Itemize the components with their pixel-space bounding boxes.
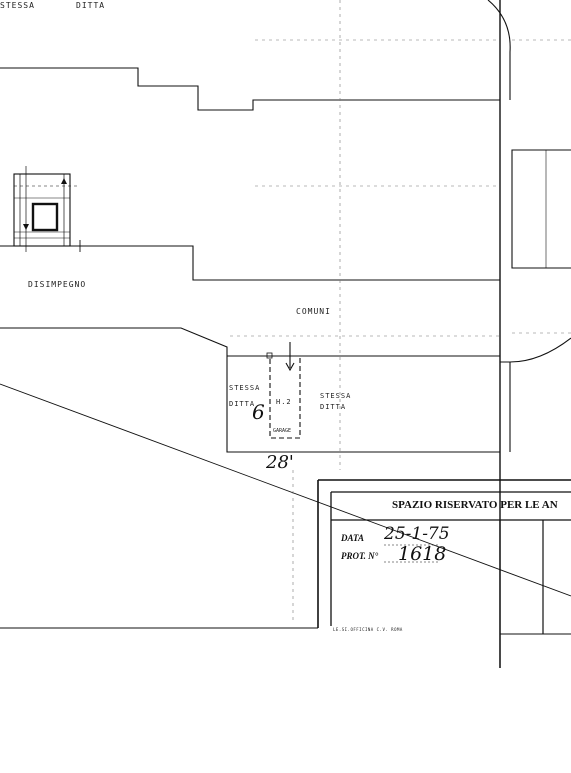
unit-number: 6: [252, 400, 265, 424]
stamp-prot-value: 1618: [398, 543, 447, 565]
stamp-prot-label: PROT. N°: [341, 551, 379, 561]
diagonal-line: [0, 383, 571, 597]
stair-block: [13, 166, 81, 252]
stamp-printer: LE.SI.OFFICINA C.V. ROMA: [333, 627, 403, 632]
upper-wall-outline: [0, 67, 500, 111]
curved-wall-top: [487, 0, 511, 100]
right-ditta-label: DITTA: [320, 403, 347, 411]
disimpegno-label: DISIMPEGNO: [28, 280, 87, 289]
garage-label: GARAGE: [273, 428, 292, 434]
dimension-label: 28': [266, 452, 294, 473]
right-annex: [511, 149, 571, 269]
garage-box: [269, 355, 301, 439]
top-stessa-label: STESSA: [0, 1, 35, 10]
curved-wall-bottom: [500, 337, 571, 363]
stamp-title: SPAZIO RISERVATO PER LE AN: [392, 499, 558, 511]
stamp-data-value: 25-1-75: [384, 524, 450, 544]
right-stessa-label: STESSA: [320, 392, 352, 400]
top-ditta-label: DITTA: [76, 1, 106, 10]
comuni-label: COMUNI: [296, 307, 331, 316]
stamp-frame: [317, 479, 571, 668]
garage-area-outline: [0, 327, 500, 453]
height-label: H.2: [276, 398, 292, 406]
left-ditta-label: DITTA: [229, 400, 256, 408]
left-stessa-label: STESSA: [229, 384, 261, 392]
stamp-data-label: DATA: [341, 533, 365, 543]
lower-wall-outline: [0, 245, 500, 281]
